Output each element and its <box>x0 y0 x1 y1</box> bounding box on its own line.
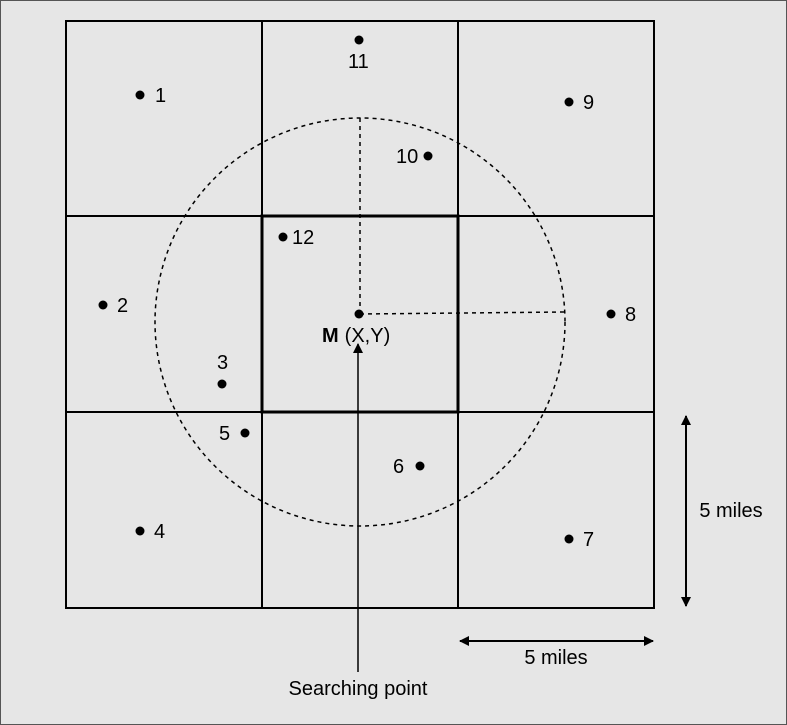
point-12: 12 <box>278 227 314 249</box>
point-3-dot <box>217 379 227 389</box>
point-6: 6 <box>393 456 425 478</box>
point-12-label: 12 <box>292 227 314 249</box>
vertical-scale-label: 5 miles <box>699 500 762 522</box>
horizontal-scale-label: 5 miles <box>524 647 587 669</box>
grid-outer-border <box>65 20 655 609</box>
point-1-dot <box>135 90 145 100</box>
search-radius-circle <box>154 117 566 527</box>
point-2-label: 2 <box>117 295 128 317</box>
point-12-dot <box>278 232 288 242</box>
point-8-label: 8 <box>625 304 636 326</box>
point-7: 7 <box>564 529 594 551</box>
point-8: 8 <box>606 304 636 326</box>
point-4-dot <box>135 526 145 536</box>
point-1: 1 <box>135 85 166 107</box>
point-10: 10 <box>396 146 433 168</box>
point-1-label: 1 <box>155 85 166 107</box>
point-7-label: 7 <box>583 529 594 551</box>
point-5-label: 5 <box>219 423 230 445</box>
grid <box>65 20 655 609</box>
center-point-m <box>354 309 364 319</box>
point-2: 2 <box>98 295 128 317</box>
point-4-label: 4 <box>154 521 165 543</box>
point-11-label: 11 <box>348 51 369 73</box>
point-10-label: 10 <box>396 146 418 168</box>
point-8-dot <box>606 309 616 319</box>
point-7-dot <box>564 534 574 544</box>
point-10-dot <box>423 151 433 161</box>
point-2-dot <box>98 300 108 310</box>
point-5: 5 <box>219 423 250 445</box>
center-letter: M <box>322 325 339 347</box>
point-9-label: 9 <box>583 92 594 114</box>
point-6-label: 6 <box>393 456 404 478</box>
point-3: 3 <box>217 352 228 389</box>
point-11-dot <box>354 35 364 45</box>
point-11: 11 <box>348 35 369 73</box>
center-label: M (X,Y) <box>322 325 390 347</box>
point-9: 9 <box>564 92 594 114</box>
point-4: 4 <box>135 521 165 543</box>
point-3-label: 3 <box>217 352 228 374</box>
radius-line-horizontal <box>359 311 566 315</box>
searching-point-label: Searching point <box>289 678 428 700</box>
point-6-dot <box>415 461 425 471</box>
point-9-dot <box>564 97 574 107</box>
point-5-dot <box>240 428 250 438</box>
center-coords: (X,Y) <box>345 325 391 347</box>
